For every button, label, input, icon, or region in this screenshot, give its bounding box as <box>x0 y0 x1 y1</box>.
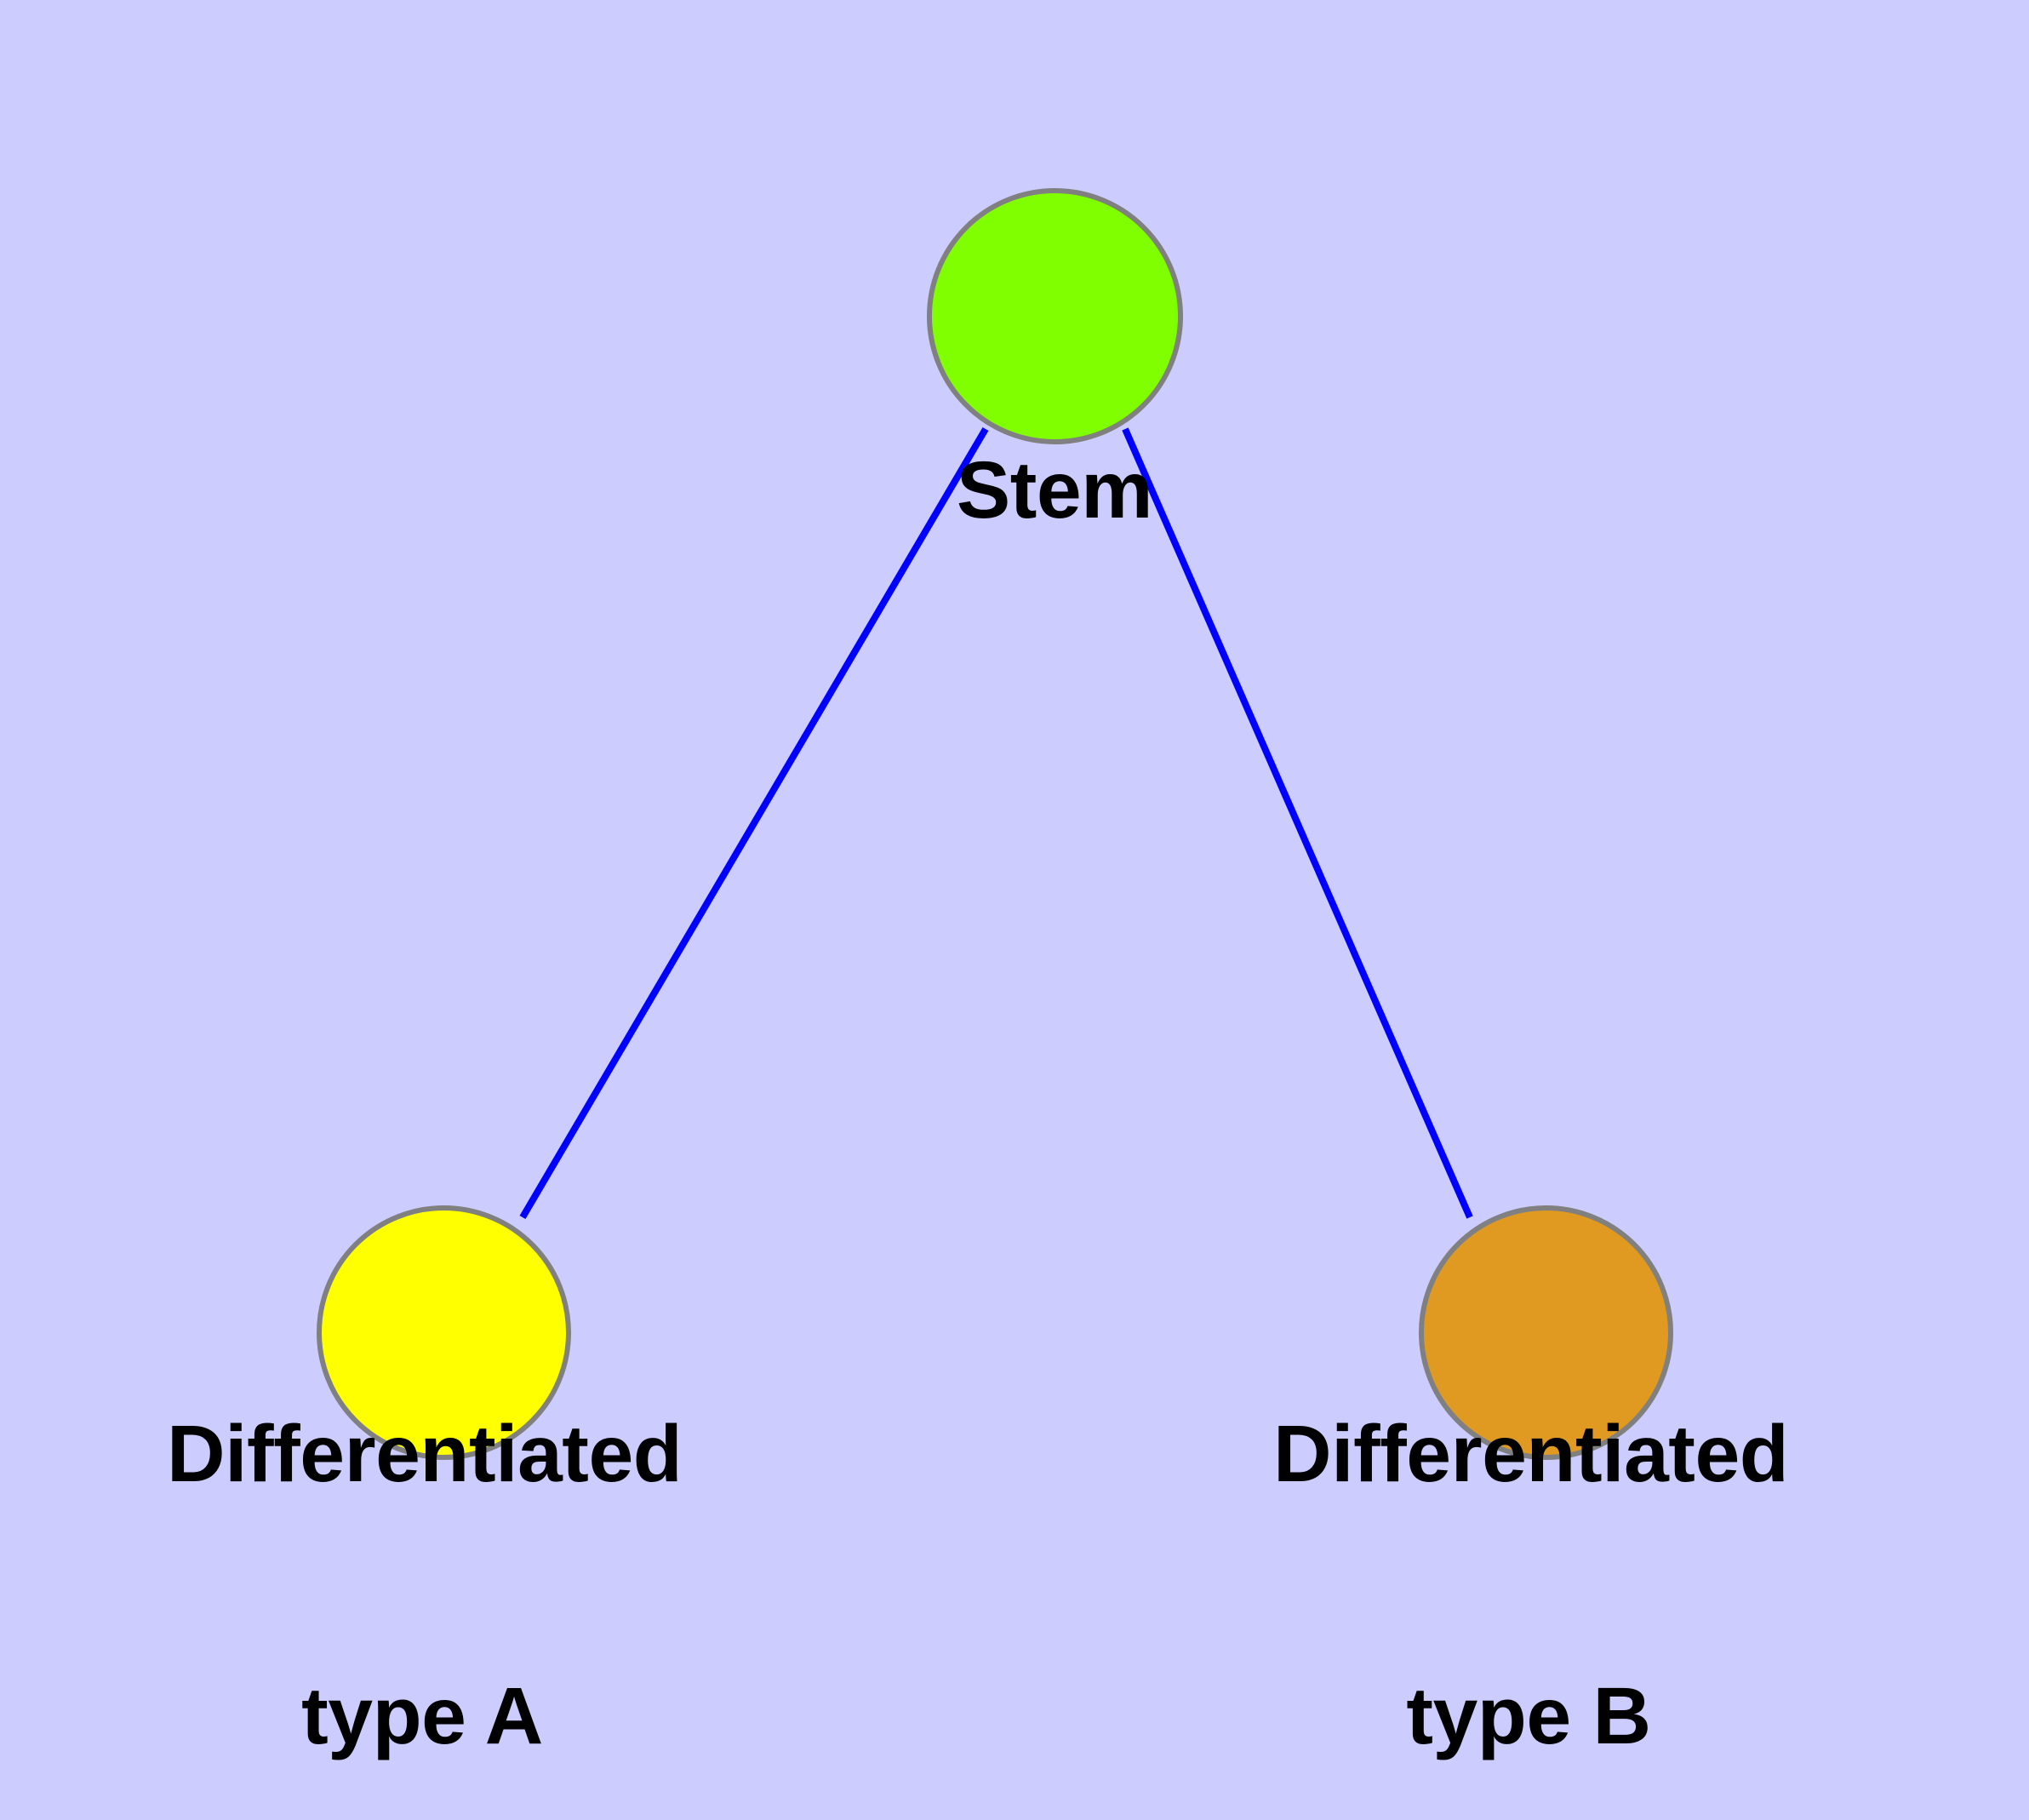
node-differentiated-type-b[interactable] <box>1419 1205 1673 1460</box>
node-stem[interactable] <box>927 188 1183 444</box>
edge-stem-to-type-b <box>1122 427 1473 1219</box>
node-differentiated-type-a[interactable] <box>317 1205 571 1460</box>
edge-stem-to-type-a <box>519 426 989 1220</box>
